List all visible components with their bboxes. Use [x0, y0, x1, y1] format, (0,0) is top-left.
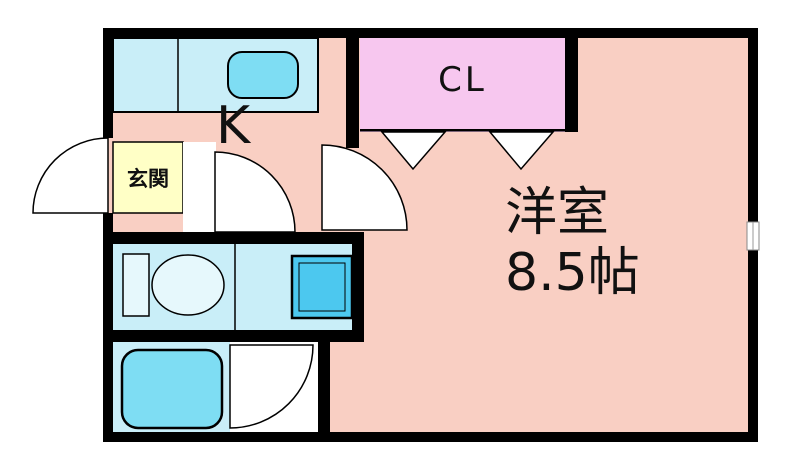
entrance-label: 玄関 [127, 166, 169, 191]
sink [227, 51, 299, 99]
bathroom-door-swing [229, 344, 314, 429]
closet-floor [360, 38, 565, 132]
toilet-bowl [151, 254, 225, 316]
fixtures [112, 37, 354, 430]
wall-toilet-top [103, 232, 364, 244]
closet-door-panel-left [380, 131, 447, 171]
washing-machine-inner [298, 262, 346, 312]
windows [746, 221, 760, 251]
bathtub [120, 348, 224, 430]
hall-door-swing [214, 151, 296, 233]
wall-toilet-right [352, 232, 364, 342]
toilet-tank [122, 253, 150, 317]
wall-left-lower [103, 213, 113, 442]
closet-door-panel-right [488, 131, 555, 171]
main-room-label: 洋室 8.5帖 [505, 183, 640, 303]
main-room-name: 洋室 [505, 183, 610, 243]
entrance-door-swing [32, 137, 109, 214]
wall-bath-right [318, 342, 330, 432]
wall-closet-right [565, 38, 578, 132]
closet-label: CL [438, 60, 487, 100]
wall-kitchen-closet [346, 38, 359, 148]
main-room-door-swing [321, 144, 408, 231]
wall-top [103, 28, 758, 38]
wall-bath-top [103, 330, 364, 342]
entrance-floor [112, 141, 184, 214]
closet-front-line [360, 129, 565, 132]
doors [32, 131, 555, 429]
washing-machine [290, 254, 354, 320]
hallway-floor [183, 142, 216, 232]
kitchen-label: K [216, 96, 251, 156]
main-room-size: 8.5帖 [505, 243, 640, 303]
wall-bottom [103, 432, 758, 442]
wall-left-upper [103, 28, 113, 138]
